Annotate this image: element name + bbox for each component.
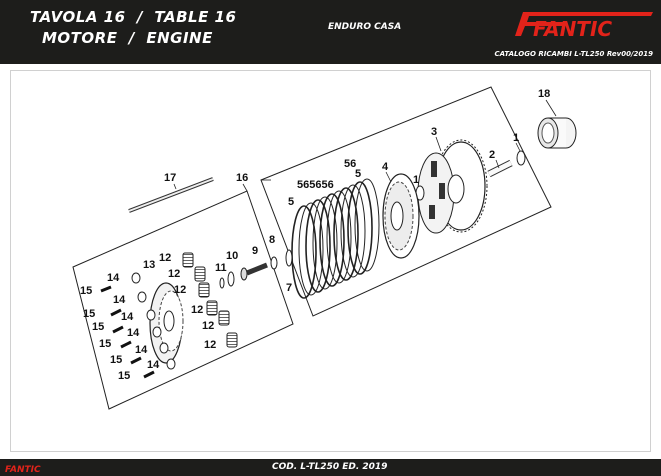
screws-part — [100, 285, 155, 379]
diagram-frame: 18 3 1 2 1 4 565656 56 5 5 7 8 9 10 11 1… — [10, 70, 651, 452]
washers-part — [131, 272, 176, 370]
footer-bar: FANTIC COD. L-TL250 ED. 2019 — [0, 459, 661, 476]
model-name: ENDURO CASA — [328, 22, 402, 32]
table-title-it: TAVOLA 16 — [30, 8, 126, 26]
group-title-line: MOTORE / ENGINE — [42, 29, 213, 47]
plate-washer-part — [285, 249, 293, 267]
callout-56-top: 56 — [344, 158, 356, 170]
callout-12c: 12 — [174, 284, 186, 296]
callout-10: 10 — [226, 250, 238, 262]
callout-12d: 12 — [191, 304, 203, 316]
group-title-en: ENGINE — [146, 29, 213, 47]
washer-part — [516, 150, 526, 166]
footer-fantic-logo: FANTIC — [5, 465, 41, 473]
springs-part — [182, 252, 238, 348]
bearing-small-part — [227, 271, 235, 287]
callout-5a: 5 — [355, 168, 361, 180]
pressure-plate-part — [149, 282, 184, 364]
callout-8: 8 — [269, 234, 275, 246]
catalog-reference: CATALOGO RICAMBI L-TL250 Rev00/2019 — [494, 50, 653, 58]
callout-15e: 15 — [110, 354, 122, 366]
callout-9: 9 — [252, 245, 258, 257]
callout-2: 2 — [489, 149, 495, 161]
group-box-left — [72, 190, 294, 410]
callout-4: 4 — [382, 161, 389, 173]
group-separator: / — [128, 29, 135, 47]
callout-16: 16 — [236, 172, 248, 184]
callout-12e: 12 — [202, 320, 214, 332]
clutch-basket-part — [417, 139, 488, 234]
group-box-right — [260, 86, 552, 317]
push-rod-end-part — [240, 262, 268, 281]
sleeve-part — [487, 159, 513, 178]
callout-56-series: 565656 — [297, 179, 334, 191]
callout-14b: 14 — [113, 294, 126, 306]
callout-14e: 14 — [135, 344, 148, 356]
callout-15d: 15 — [99, 338, 111, 350]
callout-15a: 15 — [80, 285, 92, 297]
callout-1a: 1 — [513, 132, 519, 144]
callout-5b: 5 — [288, 196, 294, 208]
callout-1b: 1 — [413, 174, 419, 186]
callout-13: 13 — [143, 259, 155, 271]
circlip-part — [219, 277, 225, 289]
svg-text:FANTIC: FANTIC — [533, 17, 612, 40]
title-separator: / — [136, 8, 143, 26]
callout-14c: 14 — [121, 311, 134, 323]
callout-15f: 15 — [118, 370, 130, 382]
pushrod-part — [128, 177, 214, 213]
callout-15b: 15 — [83, 308, 95, 320]
callout-15c: 15 — [92, 321, 104, 333]
exploded-diagram: 18 3 1 2 1 4 565656 56 5 5 7 8 9 10 11 1… — [72, 86, 577, 410]
group-title-it: MOTORE — [42, 29, 118, 47]
svg-text:FANTIC: FANTIC — [5, 465, 41, 473]
callout-3: 3 — [431, 126, 437, 138]
callout-14d: 14 — [127, 327, 140, 339]
callout-14f: 14 — [147, 359, 160, 371]
callout-12b: 12 — [168, 268, 180, 280]
document-code: COD. L-TL250 ED. 2019 — [272, 462, 388, 472]
callout-7: 7 — [286, 282, 292, 294]
nut-part — [270, 256, 278, 270]
callout-12f: 12 — [204, 339, 216, 351]
fantic-logo: FANTIC — [515, 12, 653, 40]
table-title-en: TABLE 16 — [154, 8, 237, 26]
clutch-plates-part — [291, 178, 380, 299]
callout-17: 17 — [164, 172, 176, 184]
clutch-hub-part — [382, 173, 420, 259]
callout-12a: 12 — [159, 252, 171, 264]
bearing-part — [537, 117, 577, 149]
callout-18: 18 — [538, 88, 550, 100]
header-bar: TAVOLA 16 / TABLE 16 MOTORE / ENGINE END… — [0, 0, 661, 64]
table-title-line: TAVOLA 16 / TABLE 16 — [30, 8, 236, 26]
callout-11: 11 — [215, 262, 227, 274]
callout-14a: 14 — [107, 272, 120, 284]
